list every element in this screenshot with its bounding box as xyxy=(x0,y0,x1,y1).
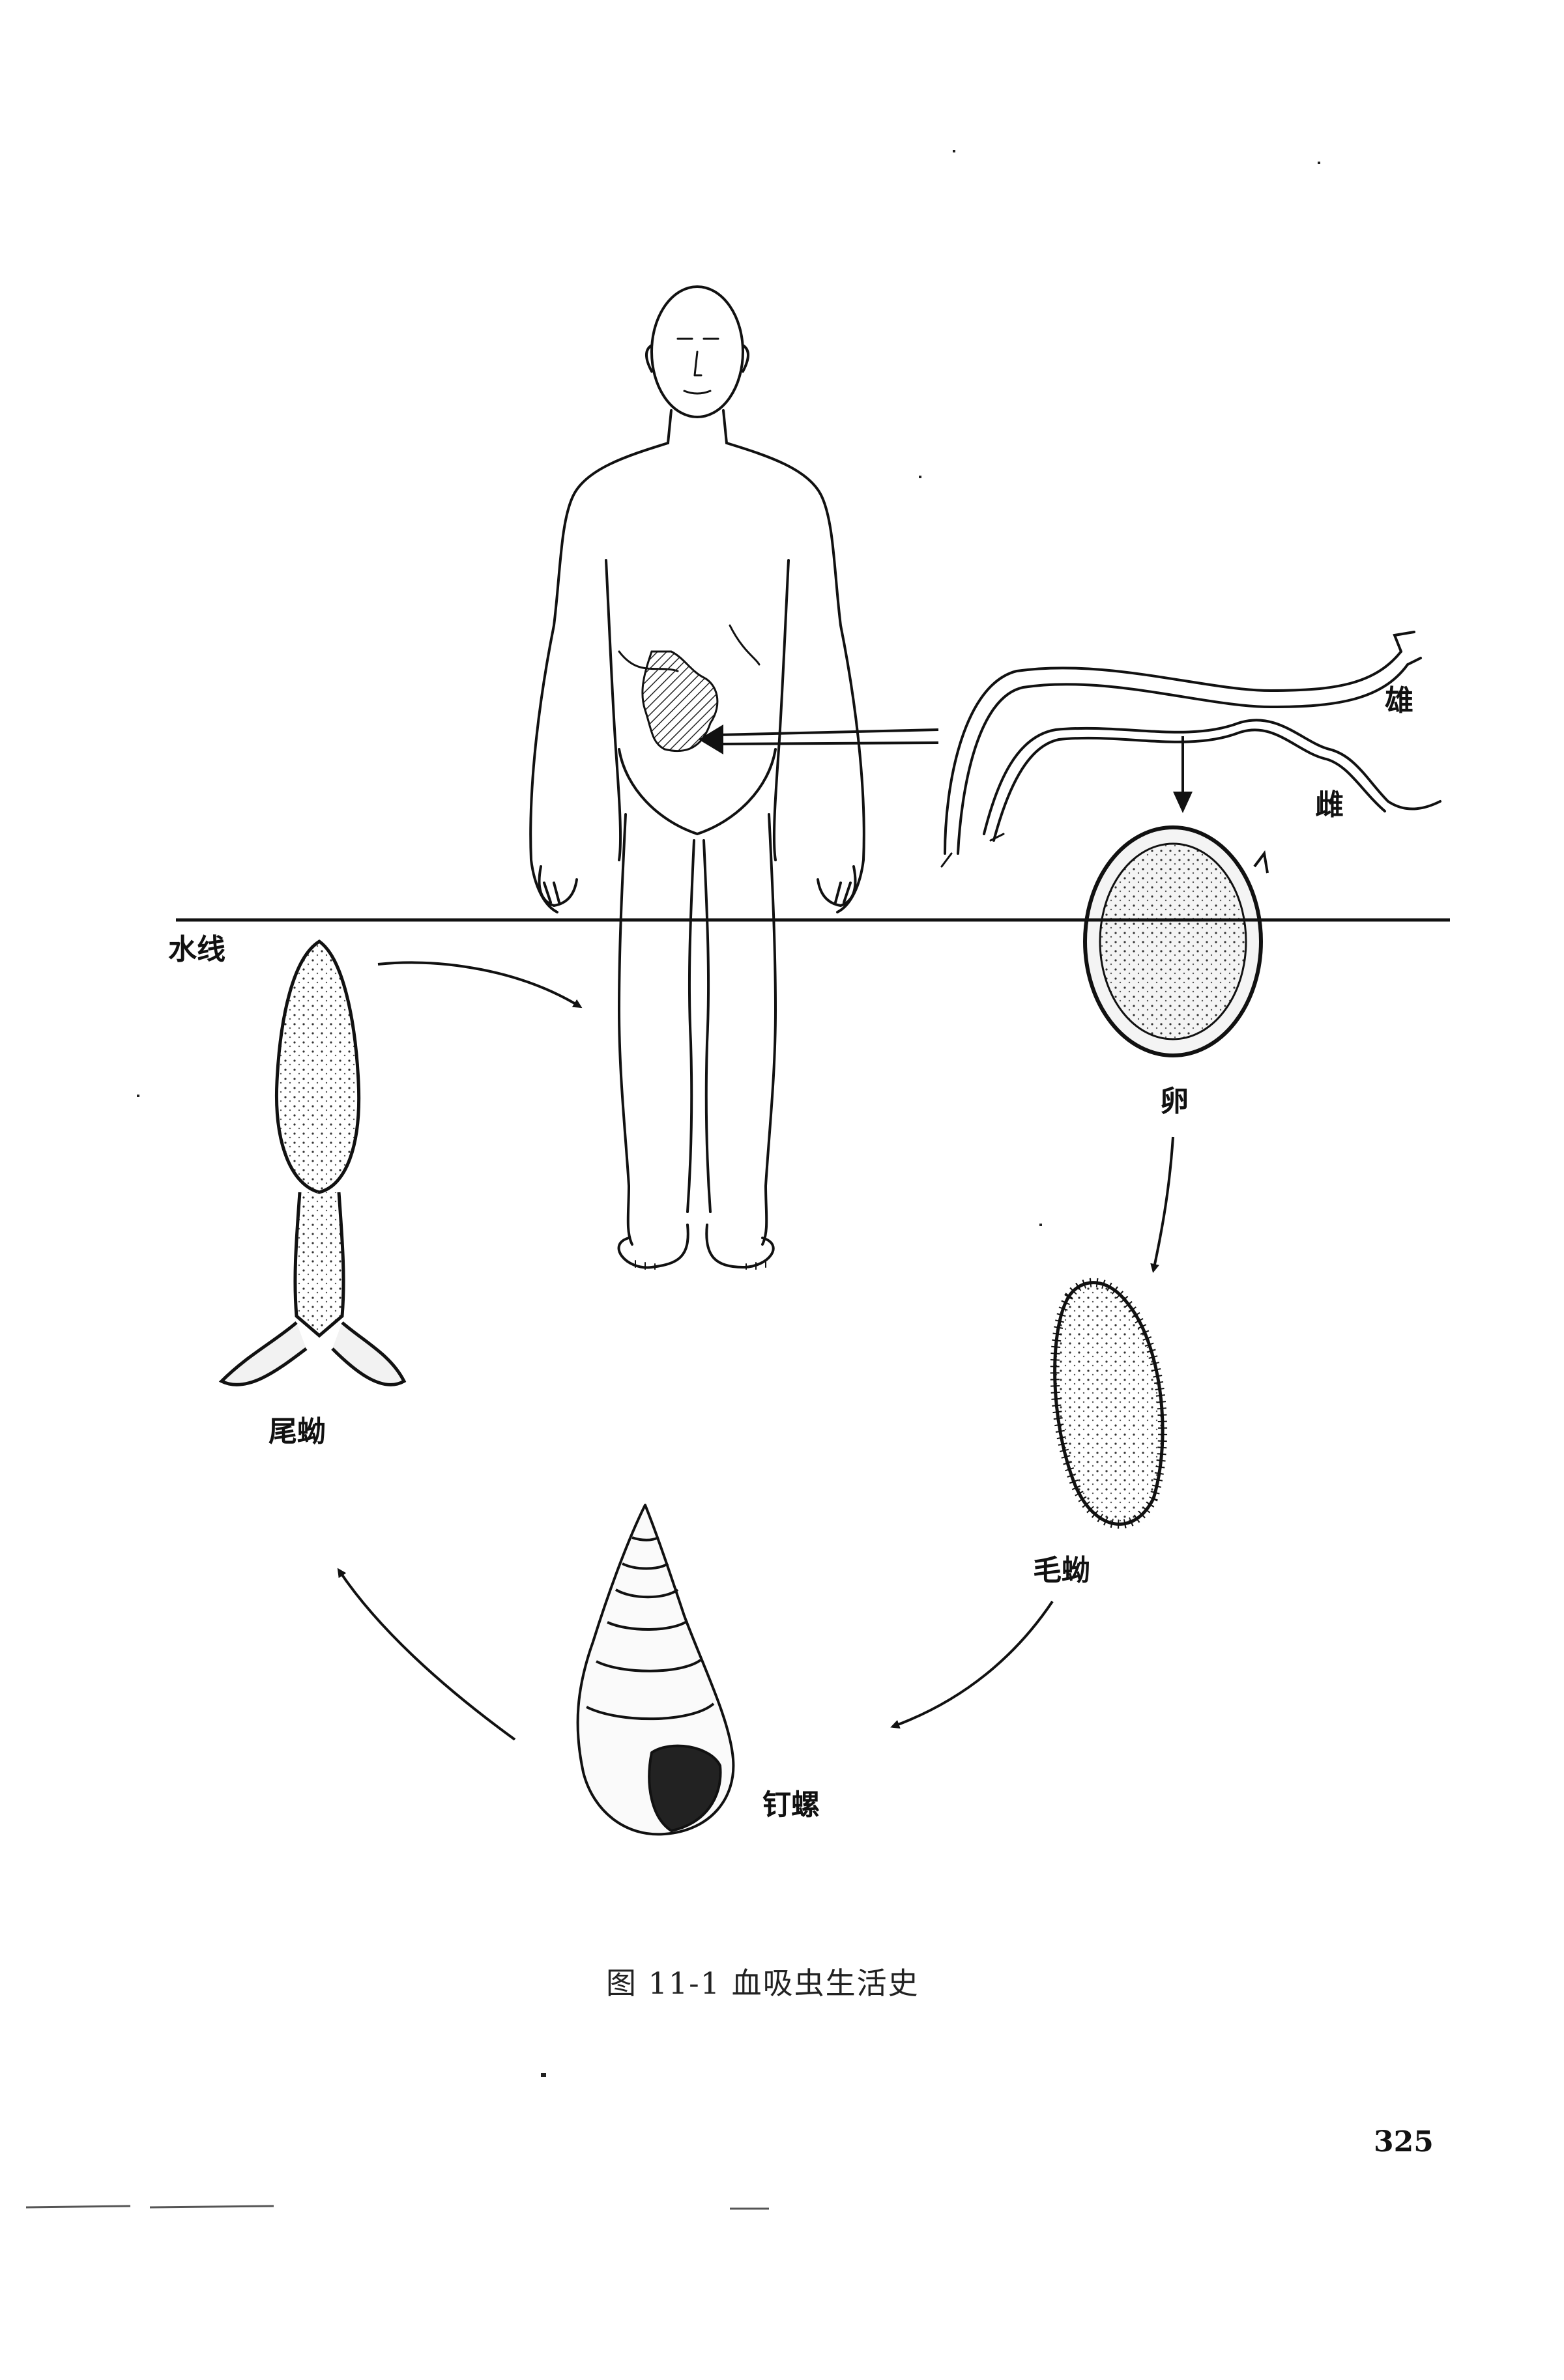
arrow-snail-to-cercaria xyxy=(337,1568,516,1741)
arrow-worms-to-egg xyxy=(1173,736,1193,813)
label-cercaria: 尾蚴 xyxy=(268,1415,326,1448)
adult-worms xyxy=(940,631,1441,868)
cercaria-illustration xyxy=(218,939,407,1386)
label-male: 雄 xyxy=(1385,684,1413,717)
scan-bottom-smudges xyxy=(25,2205,769,2210)
arrow-cercaria-to-human xyxy=(377,961,583,1009)
label-waterline: 水线 xyxy=(168,933,225,966)
arrow-egg-to-miracidium xyxy=(1150,1136,1174,1273)
label-miracidium: 毛蚴 xyxy=(1033,1554,1090,1587)
snail-illustration xyxy=(576,1504,735,1836)
human-figure xyxy=(529,285,865,1270)
arrow-miracidium-to-snail xyxy=(890,1600,1054,1729)
figure-caption: 图 11-1 血吸虫生活史 xyxy=(606,1966,920,2001)
label-snail: 钉螺 xyxy=(762,1788,820,1822)
scan-specks xyxy=(137,150,1320,2077)
mesenteric-vein-region xyxy=(641,650,719,753)
egg-illustration xyxy=(1083,825,1269,1057)
miracidium-illustration xyxy=(1050,1278,1168,1529)
arrow-worms-to-body xyxy=(699,724,939,754)
label-egg: 卵 xyxy=(1160,1085,1189,1118)
label-female: 雌 xyxy=(1315,788,1344,822)
page-number: 325 xyxy=(1374,2125,1434,2158)
